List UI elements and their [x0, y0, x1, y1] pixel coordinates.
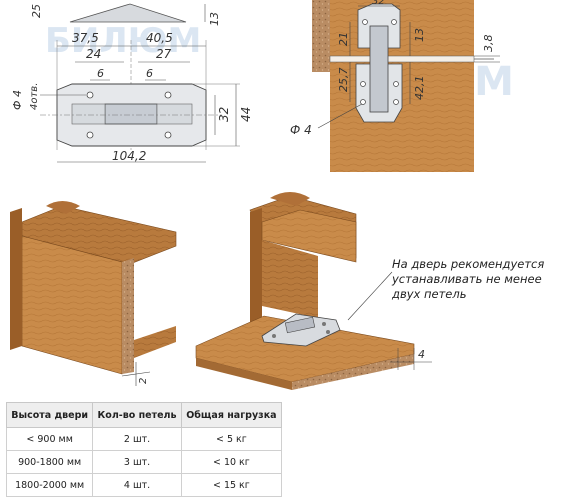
header-door-height: Высота двери [5, 402, 94, 428]
hinge-knuckle [104, 103, 158, 125]
screw-hole [164, 91, 172, 99]
plate-top-view: 25 13 37,5 40,5 24 27 6 6 Ф 4 4отв. [11, 3, 253, 163]
table-cell: < 10 кг [180, 450, 283, 474]
screw-hole [86, 131, 94, 139]
dim-104-2: 104,2 [112, 149, 146, 163]
dim-hole-dia: Ф 4 [11, 90, 24, 110]
plate-profile [69, 3, 187, 23]
dim-side-25-7: 25,7 [337, 68, 350, 93]
screw-hole [86, 91, 94, 99]
dim-side-13: 13 [413, 28, 426, 42]
dim-24: 24 [86, 47, 101, 61]
table-cell: 4 шт. [92, 473, 182, 497]
screw-hole [164, 131, 172, 139]
table-cell: 900-1800 мм [5, 450, 94, 474]
installation-note: На дверь рекомендуется устанавливать не … [391, 257, 544, 301]
table-cell: 2 шт. [92, 427, 182, 451]
note-line-3: двух петель [391, 287, 467, 301]
dim-install-2: 2 [138, 378, 149, 384]
dim-6-right: 6 [146, 67, 153, 80]
table-row: 1800-2000 мм 4 шт. < 15 кг [5, 473, 283, 497]
open-cabinet-back [262, 240, 318, 318]
table-cell: < 5 кг [180, 427, 283, 451]
open-cabinet-side [250, 208, 262, 340]
hinge-mounted-view: 32 21 25,7 13 42,1 3,8 Ф 4 [290, 0, 500, 172]
table-cell: < 900 мм [5, 427, 94, 451]
cabinet-closed-view: 2 [10, 201, 177, 386]
cabinet-open-view: 4 [195, 192, 432, 390]
header-hinge-count: Кол-во петель [92, 402, 182, 428]
table-row: < 900 мм 2 шт. < 5 кг [5, 427, 283, 451]
dim-32: 32 [217, 107, 231, 122]
load-table: Высота двери Кол-во петель Общая нагрузк… [5, 402, 283, 497]
dim-install-4: 4 [418, 348, 425, 361]
table-cell: 1800-2000 мм [5, 473, 94, 497]
load-table-container: Высота двери Кол-во петель Общая нагрузк… [5, 402, 283, 497]
table-row: 900-1800 мм 3 шт. < 10 кг [5, 450, 283, 474]
dim-25: 25 [30, 4, 43, 18]
mounted-hinge-knuckle [369, 25, 389, 113]
dim-hole-count: 4отв. [29, 83, 40, 110]
dim-37-5: 37,5 [72, 31, 99, 45]
watermark-left: БИЛЮМ [45, 21, 201, 61]
table-cell: 3 шт. [92, 450, 182, 474]
dim-13: 13 [208, 12, 221, 26]
table-header-row: Высота двери Кол-во петель Общая нагрузк… [5, 402, 283, 428]
dim-side-3-8: 3,8 [482, 35, 495, 53]
header-total-load: Общая нагрузка [180, 402, 283, 428]
dim-side-21: 21 [337, 32, 350, 46]
note-line-1: На дверь рекомендуется [392, 257, 544, 271]
open-cabinet-top-shelf [261, 209, 357, 263]
dim-side-42-1: 42,1 [413, 76, 426, 101]
panel-upper [330, 0, 474, 56]
dim-44: 44 [239, 107, 253, 122]
dim-6-left: 6 [97, 67, 104, 80]
table-cell: < 15 кг [180, 473, 283, 497]
dim-27: 27 [156, 47, 172, 61]
dim-40-5: 40,5 [146, 31, 173, 45]
dim-side-hole-dia: Ф 4 [290, 123, 312, 137]
dim-side-32: 32 [372, 0, 385, 7]
note-line-2: устанавливать не менее [391, 272, 542, 286]
